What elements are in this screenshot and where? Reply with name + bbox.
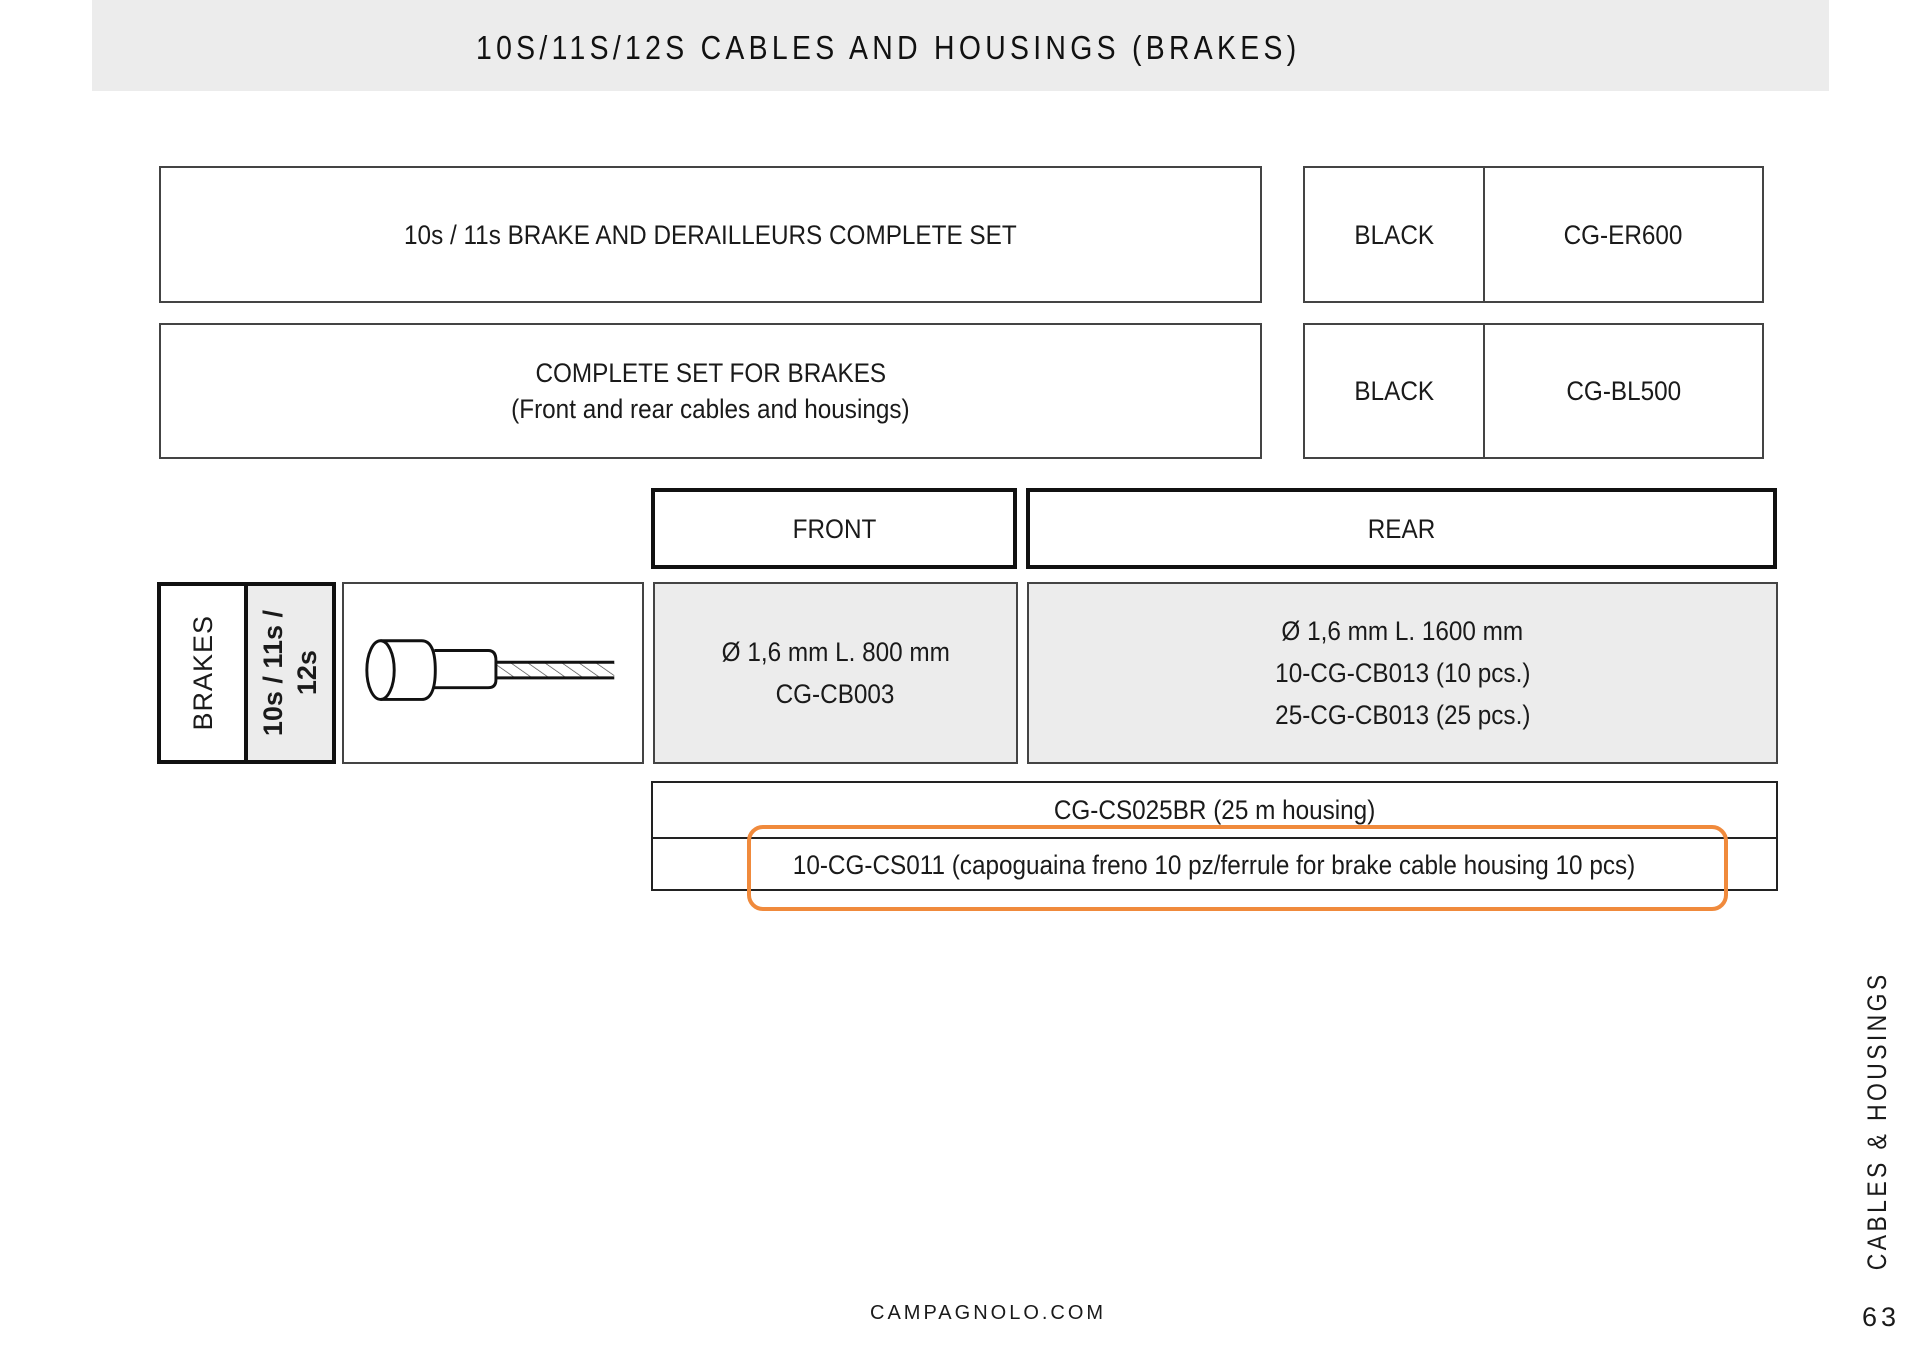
front-cable-spec: Ø 1,6 mm L. 800 mm CG-CB003 bbox=[653, 582, 1018, 764]
cable-image-cell bbox=[342, 582, 644, 764]
set-code-1: CG-ER600 bbox=[1483, 166, 1764, 303]
rear-cable-code-10: 10-CG-CB013 (10 pcs.) bbox=[1274, 658, 1531, 688]
rear-column-header: REAR bbox=[1026, 488, 1777, 569]
rear-cable-spec: Ø 1,6 mm L. 1600 mm 10-CG-CB013 (10 pcs.… bbox=[1027, 582, 1778, 764]
front-cable-dimensions: Ø 1,6 mm L. 800 mm bbox=[721, 637, 950, 667]
housing-text: CG-CS025BR (25 m housing) bbox=[1053, 794, 1376, 825]
housing-row-1: CG-CS025BR (25 m housing) bbox=[651, 783, 1778, 839]
set-color-text: BLACK bbox=[1354, 376, 1434, 406]
speeds-cell: 10s / 11s / 12s bbox=[244, 582, 336, 764]
page-number: 63 bbox=[1862, 1302, 1901, 1332]
brakes-category-label: BRAKES bbox=[187, 615, 218, 731]
rear-cable-dimensions: Ø 1,6 mm L. 1600 mm bbox=[1281, 616, 1524, 646]
footer-website: CAMPAGNOLO.COM bbox=[870, 1302, 1107, 1324]
page-title: 10S/11S/12S CABLES AND HOUSINGS (BRAKES) bbox=[476, 29, 1301, 66]
speeds-label-line2: 12s bbox=[292, 650, 322, 696]
set-code-text: CG-BL500 bbox=[1566, 376, 1681, 406]
set-color-2: BLACK bbox=[1303, 323, 1485, 459]
rear-cable-code-25: 25-CG-CB013 (25 pcs.) bbox=[1274, 700, 1531, 730]
highlight-annotation bbox=[747, 825, 1728, 911]
front-header-text: FRONT bbox=[792, 513, 876, 544]
front-column-header: FRONT bbox=[651, 488, 1017, 569]
set-description-2: COMPLETE SET FOR BRAKES (Front and rear … bbox=[159, 323, 1262, 459]
section-side-tab: CABLES & HOUSINGS bbox=[1860, 972, 1894, 1271]
housings-table: CG-CS025BR (25 m housing) 10-CG-CS011 (c… bbox=[651, 781, 1778, 891]
set-description-text: COMPLETE SET FOR BRAKES bbox=[535, 358, 886, 388]
speeds-label-line1: 10s / 11s / bbox=[258, 609, 288, 737]
ferrule-text: 10-CG-CS011 (capoguaina freno 10 pz/ferr… bbox=[793, 849, 1636, 880]
housing-row-2: 10-CG-CS011 (capoguaina freno 10 pz/ferr… bbox=[651, 839, 1778, 891]
brakes-category-cell: BRAKES bbox=[157, 582, 248, 764]
front-cable-code: CG-CB003 bbox=[776, 679, 895, 709]
brake-cable-icon bbox=[365, 639, 615, 701]
set-description-1: 10s / 11s BRAKE AND DERAILLEURS COMPLETE… bbox=[159, 166, 1262, 303]
set-description-text: 10s / 11s BRAKE AND DERAILLEURS COMPLETE… bbox=[404, 219, 1017, 250]
speeds-label: 10s / 11s / 12s bbox=[256, 610, 324, 736]
set-code-2: CG-BL500 bbox=[1483, 323, 1764, 459]
set-code-text: CG-ER600 bbox=[1564, 219, 1683, 250]
section-side-tab-text: CABLES & HOUSINGS bbox=[1861, 971, 1892, 1271]
set-color-1: BLACK bbox=[1303, 166, 1485, 303]
set-description-subtext: (Front and rear cables and housings) bbox=[511, 394, 910, 424]
rear-header-text: REAR bbox=[1367, 513, 1436, 544]
header-band bbox=[92, 0, 1829, 91]
set-color-text: BLACK bbox=[1354, 219, 1434, 250]
